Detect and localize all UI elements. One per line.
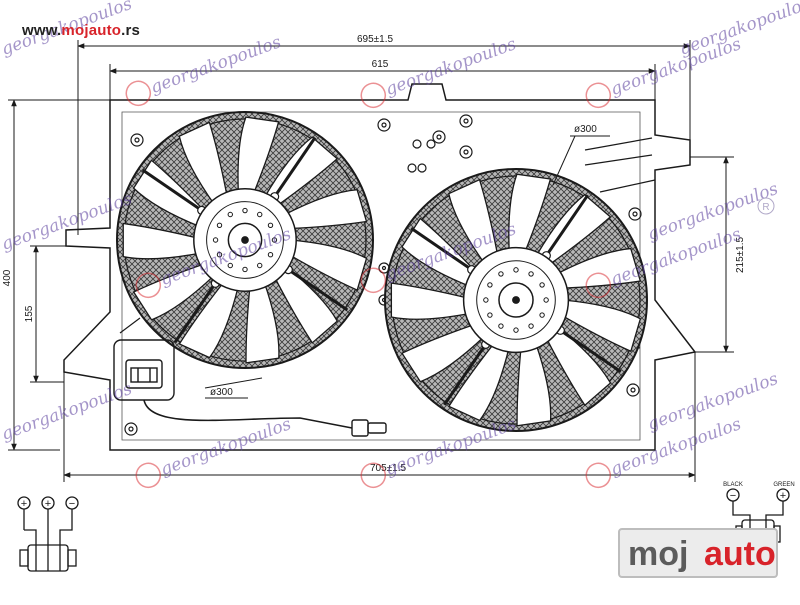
fan-blade [122,222,202,260]
dim-fan-right-diameter: ø300 [574,124,597,135]
pin-sign: + [45,498,51,510]
dim-height-left: 400 [2,269,13,286]
dim-fan-left-diameter: ø300 [210,387,233,398]
watermark-text: georgakopoulos [148,32,284,98]
dim-frame-top: 615 [372,59,389,70]
fan-blade [534,193,612,267]
guard-spoke [443,342,488,406]
dimension-lines [8,40,734,482]
shroud-inner-edge [121,111,641,441]
fan-blade [263,136,339,208]
guard-spoke [410,227,474,272]
site-url-accent: mojauto [61,22,122,39]
fan-blade [282,189,368,230]
shroud-outline [63,83,697,451]
fan-blade [245,281,280,364]
motor-connector [113,339,387,437]
guard-spoke [544,194,589,258]
dim-lower-left: 155 [24,305,35,322]
dim-bottom-width: 705±1.5 [370,463,407,474]
dim-right-height: 215±1.5 [735,237,746,274]
pin-labels-right: BLACK GREEN − + [723,482,795,502]
fan-right [384,168,648,432]
watermark-text: georgakopoulos [383,34,519,100]
fan-blade [508,173,552,255]
fan-blade [178,121,229,207]
registered-mark: R [762,202,769,213]
fan-blade [447,341,511,422]
watermark-text: georgakopoulos [0,379,135,445]
guard-spoke [173,281,218,344]
pin-signs-left: + + − [21,498,75,510]
wire-sign-green: + [780,490,786,502]
fan-blade [516,342,552,427]
brand-logo: moj auto [618,528,778,578]
fan-blade [554,247,642,289]
logo-part-b: auto [704,535,776,573]
wire-label-black: BLACK [723,482,743,488]
pin-connector-left [17,496,79,572]
logo-part-a: moj [628,535,689,573]
guard-spoke [141,168,204,213]
fan-blade [132,262,216,321]
watermark-text: georgakopoulos [383,414,519,480]
wire-sign-black: − [730,490,736,502]
pin-sign: − [69,498,75,510]
site-url-suffix: .rs [121,22,141,39]
fan-blade [390,282,472,320]
wire-label-green: GREEN [773,482,794,488]
fan-blade [401,323,487,383]
site-url: www.mojauto.rs [22,22,140,39]
fan-left [116,111,374,369]
fan-blade [237,116,280,196]
fan-blade [288,239,368,292]
fan-blade [273,264,339,344]
dim-overall-top: 695±1.5 [357,34,394,45]
guard-spoke [286,267,349,312]
mounting-holes [124,114,642,436]
site-url-prefix: www. [22,22,62,39]
fan-blade [178,280,240,359]
dimension-labels: 695±1.5 615 400 155 215±1.5 705±1.5 ø300… [2,34,746,474]
watermark-text: georgakopoulos [0,189,135,255]
fan-blade [544,324,612,407]
fan-blade [448,178,499,266]
guard-spoke [272,136,317,199]
pin-sign: + [21,498,27,510]
guard-spoke [558,328,622,373]
fan-blade [560,299,642,353]
watermark-text: georgakopoulos [158,414,294,480]
